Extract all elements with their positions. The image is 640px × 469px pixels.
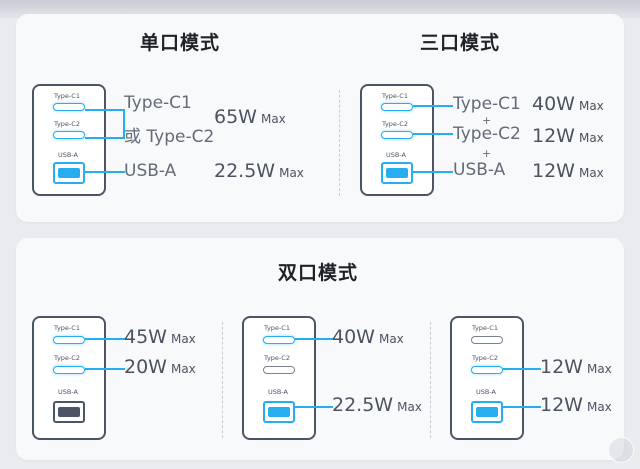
type-c1-port [381, 103, 413, 111]
watt-value: 45W [124, 326, 167, 348]
max-label: Max [170, 362, 196, 376]
type-c2-port [381, 131, 413, 139]
connector-line [85, 171, 125, 173]
max-label: Max [397, 400, 422, 414]
watt-value: 65W [214, 106, 257, 128]
usb-a-port [381, 162, 413, 184]
triple-mode-heading: 三口模式 [420, 32, 501, 54]
max-label: Max [260, 112, 286, 126]
dual-config-3-charger: Type-C1 Type-C2 USB-A [450, 316, 524, 440]
port-label-usb-a: USB-A [386, 151, 406, 159]
triple-row-label-usb-a: USB-A [453, 160, 506, 180]
watt-value: 40W [532, 93, 575, 115]
port-label-c1: Type-C1 [54, 324, 80, 332]
port-label-usb-a: USB-A [58, 388, 78, 396]
triple-mode-charger: Type-C1 Type-C2 USB-A [360, 84, 434, 196]
port-label-c2: Type-C2 [472, 354, 498, 362]
port-label-c2: Type-C2 [382, 120, 408, 128]
port-label-usb-a: USB-A [58, 151, 78, 159]
watt-value: 22.5W [332, 394, 394, 416]
connector-line [85, 137, 125, 139]
port-label-c1: Type-C1 [472, 324, 498, 332]
usb-a-port [53, 401, 85, 423]
watt-value: 12W [540, 394, 583, 416]
type-c1-port [53, 103, 85, 111]
port-label-c2: Type-C2 [54, 354, 80, 362]
connector-line [295, 406, 333, 408]
plus-sign: + [482, 147, 492, 160]
connector-line [413, 105, 453, 107]
port-label-c2: Type-C2 [54, 120, 80, 128]
max-label: Max [578, 99, 604, 113]
usb-a-port [53, 162, 85, 184]
single-mode-heading: 单口模式 [140, 32, 221, 54]
single-mode-charger: Type-C1 Type-C2 USB-A [32, 84, 106, 196]
watt-value: 12W [532, 125, 575, 147]
max-label: Max [279, 166, 304, 180]
dual-config-2-charger: Type-C1 Type-C2 USB-A [242, 316, 316, 440]
type-c1-port [53, 336, 85, 344]
watermark-logo-icon [608, 437, 634, 463]
usb-a-port [471, 401, 503, 423]
section-divider [222, 322, 224, 438]
max-label: Max [586, 362, 612, 376]
port-label-c2: Type-C2 [264, 354, 290, 362]
port-label-usb-a: USB-A [268, 388, 288, 396]
single-row-label-c2: 或 Type-C2 [124, 127, 215, 147]
triple-row-label-c1: Type-C1 [453, 94, 521, 114]
connector-line [85, 109, 125, 111]
dual-config-1-charger: Type-C1 Type-C2 USB-A [32, 316, 106, 440]
watt-value: 20W [124, 356, 167, 378]
usb-a-port [263, 401, 295, 423]
port-label-c1: Type-C1 [54, 92, 80, 100]
triple-row-label-c2: Type-C2 [453, 124, 521, 144]
connector-line [295, 338, 333, 340]
top-edge-strip [0, 0, 640, 18]
watt-value: 12W [532, 160, 575, 182]
type-c2-port [471, 366, 503, 374]
connector-line [85, 338, 125, 340]
single-row-label-c1: Type-C1 [124, 93, 192, 113]
type-c2-port [53, 366, 85, 374]
type-c1-port [471, 336, 503, 344]
max-label: Max [578, 131, 604, 145]
max-label: Max [578, 166, 604, 180]
dual-mode-heading: 双口模式 [278, 262, 359, 284]
connector-line [85, 368, 125, 370]
watt-value: 12W [540, 356, 583, 378]
max-label: Max [170, 332, 196, 346]
panel-single-and-triple-mode: 单口模式 Type-C1 Type-C2 USB-A Type-C1 或 Typ… [16, 14, 624, 222]
max-label: Max [586, 400, 612, 414]
max-label: Max [378, 332, 404, 346]
connector-line [503, 406, 541, 408]
type-c1-port [263, 336, 295, 344]
watt-value: 22.5W [214, 160, 276, 182]
section-divider [430, 322, 432, 438]
connector-bracket [123, 109, 125, 139]
connector-line [503, 368, 541, 370]
single-row-label-usb-a: USB-A [124, 161, 177, 181]
connector-line [413, 133, 453, 135]
port-label-c1: Type-C1 [264, 324, 290, 332]
port-label-c1: Type-C1 [382, 92, 408, 100]
port-label-usb-a: USB-A [476, 388, 496, 396]
type-c2-port [53, 131, 85, 139]
type-c2-port [263, 366, 295, 374]
connector-line [413, 171, 453, 173]
plus-sign: + [482, 114, 492, 127]
watt-value: 40W [332, 326, 375, 348]
section-divider [339, 90, 341, 196]
